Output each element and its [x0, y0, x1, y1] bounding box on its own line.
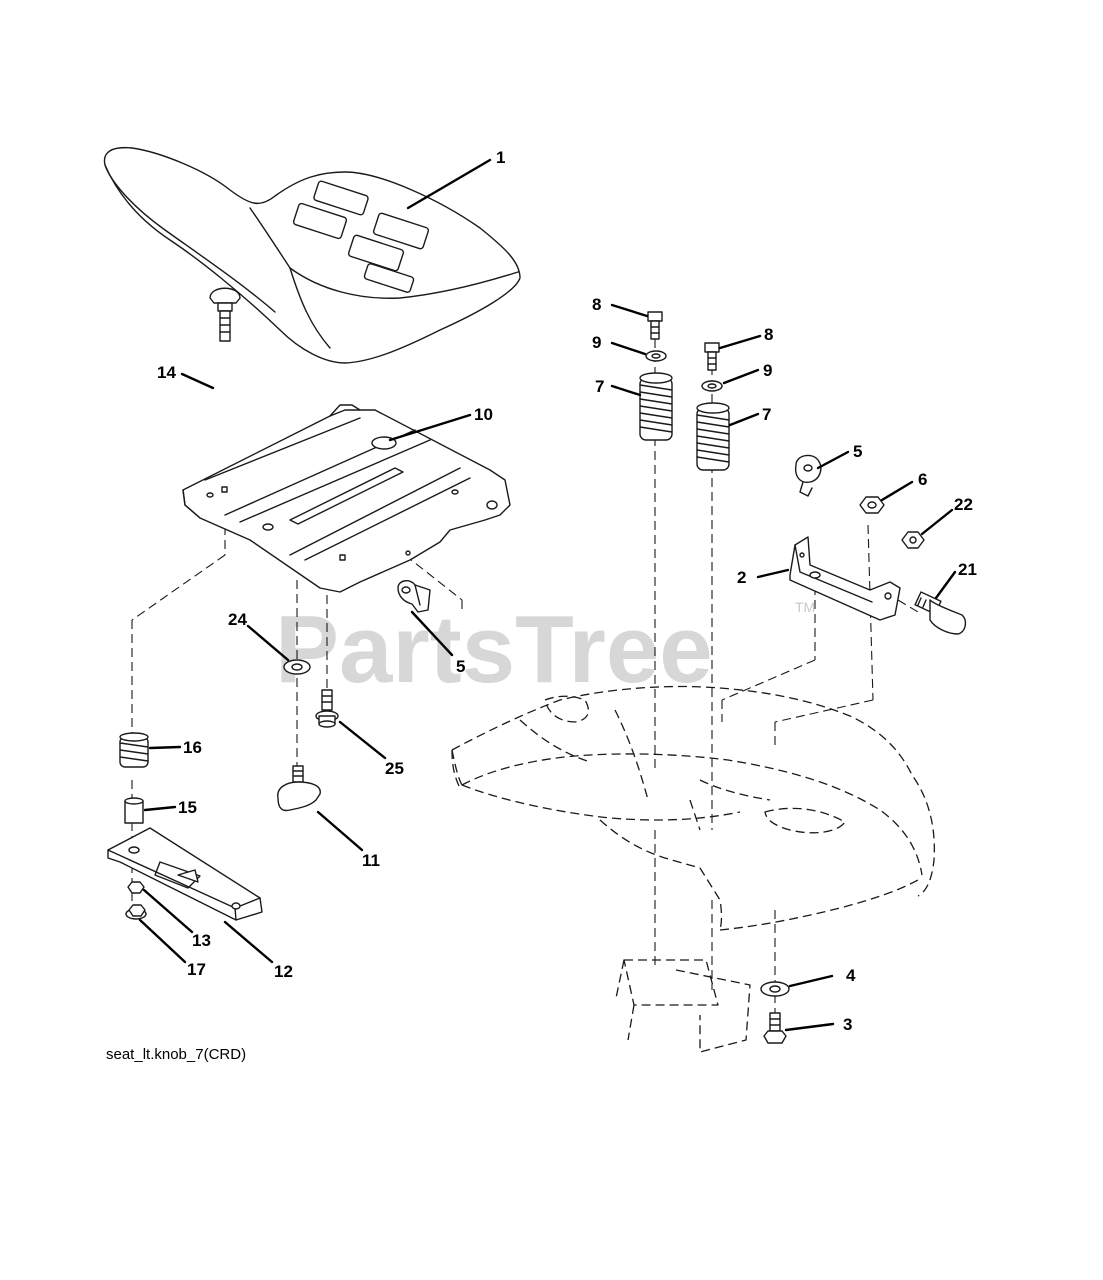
- wing-knob-part: [277, 765, 321, 812]
- callout-2: 2: [737, 568, 746, 587]
- callout-9-right: 9: [763, 361, 772, 380]
- callout-13: 13: [192, 931, 211, 950]
- watermark-text: PartsTree: [275, 596, 713, 703]
- spring-washer-part: [283, 659, 311, 675]
- callout-4: 4: [846, 966, 856, 985]
- bracket-part: [789, 536, 901, 621]
- callout-22: 22: [954, 495, 973, 514]
- callout-14: 14: [157, 363, 176, 382]
- diagram-code-label: seat_lt.knob_7(CRD): [106, 1046, 246, 1063]
- callout-3: 3: [843, 1015, 852, 1034]
- seat-pan-part: [182, 404, 511, 593]
- callout-9-left: 9: [592, 333, 601, 352]
- callout-24: 24: [228, 610, 247, 629]
- watermark-tm: TM: [795, 599, 815, 615]
- flange-nut-part: [901, 531, 925, 549]
- shoulder-bolt-part: [315, 689, 339, 728]
- callout-21: 21: [958, 560, 977, 579]
- spring-part: [639, 372, 673, 441]
- callout-7-left: 7: [595, 377, 604, 396]
- seat-part: [103, 146, 521, 364]
- callout-6: 6: [918, 470, 927, 489]
- callout-17: 17: [187, 960, 206, 979]
- callout-5-right: 5: [853, 442, 862, 461]
- slide-plate-part: [107, 827, 263, 921]
- callout-8-right: 8: [764, 325, 773, 344]
- locknut-part: [127, 881, 145, 894]
- flange-nut-lower-part: [125, 904, 147, 920]
- bolt-part-right: [704, 342, 720, 371]
- callout-numbers: 1 14 10 8 9 7 8 9 7 5 6 22 2 21 24 5 25 …: [157, 148, 977, 1034]
- carriage-bolt-part: [209, 287, 241, 342]
- washer-part: [645, 350, 667, 362]
- bolt-lower-part: [763, 1012, 787, 1044]
- callout-7-right: 7: [762, 405, 771, 424]
- callout-12: 12: [274, 962, 293, 981]
- clip-part-left: [397, 580, 431, 613]
- callout-16: 16: [183, 738, 202, 757]
- spring-part-right: [696, 402, 730, 471]
- callout-11: 11: [362, 851, 380, 870]
- leader-lines: [138, 158, 957, 1032]
- callout-10: 10: [474, 405, 493, 424]
- bolt-part: [647, 311, 663, 340]
- callout-5-left: 5: [456, 657, 465, 676]
- clip-part-right: [794, 454, 822, 497]
- knob-bolt-part: [914, 591, 967, 635]
- washer-lower-part: [760, 981, 790, 997]
- callout-8-left: 8: [592, 295, 601, 314]
- spacer-part: [124, 797, 144, 824]
- callout-25: 25: [385, 759, 404, 778]
- fender-frame-part: [451, 685, 936, 1053]
- nut-part: [859, 496, 885, 514]
- washer-part-right: [701, 380, 723, 392]
- spring-small-part: [119, 732, 149, 768]
- callout-15: 15: [178, 798, 197, 817]
- callout-1: 1: [496, 148, 505, 167]
